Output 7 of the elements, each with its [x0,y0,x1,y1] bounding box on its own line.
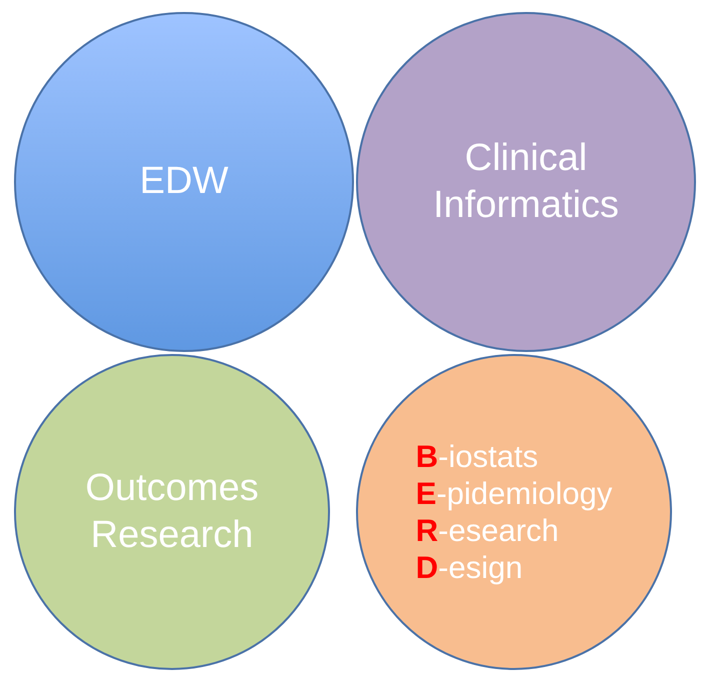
circle-label: EDW [140,159,228,204]
list-item-text: E-pidemiology [416,474,612,512]
list-item-text: B-iostats [416,438,538,475]
circle-label: Clinical Informatics [432,136,620,228]
list-item-text: R-esearch [416,512,559,550]
list-item-text: D-esign [416,549,523,586]
circle-label: Outcomes Research [84,466,260,558]
